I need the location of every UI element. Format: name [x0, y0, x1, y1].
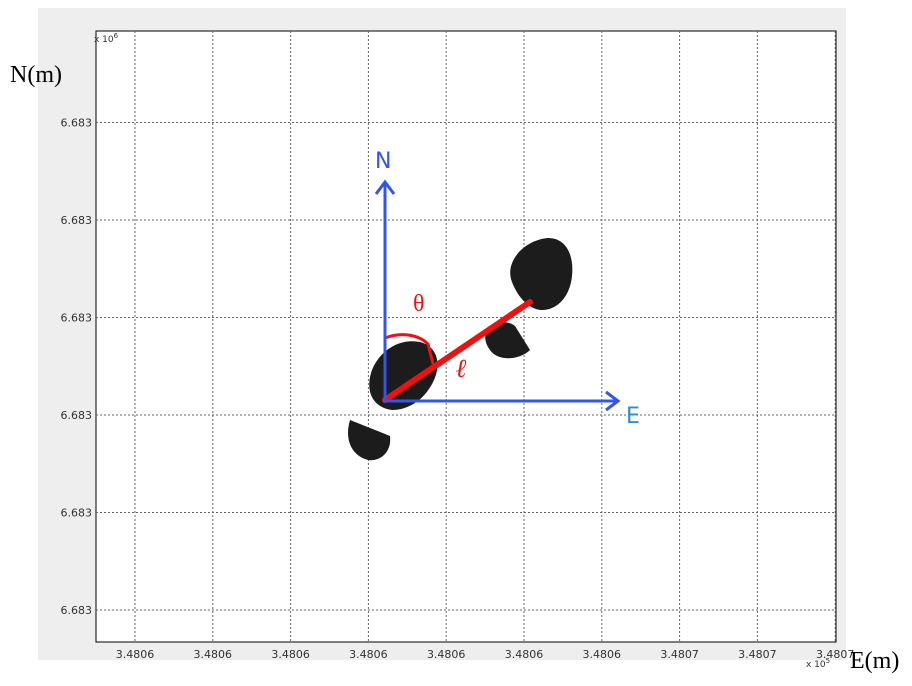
x-tick-label: 3.4807 [816, 648, 855, 661]
x-tick-label: 3.4806 [583, 648, 622, 661]
x-tick-labels: 3.4806 3.4806 3.4806 3.4806 3.4806 3.4806 3.48… [116, 648, 855, 661]
footprint-icon [510, 238, 573, 310]
x-tick-label: 3.4806 [349, 648, 388, 661]
east-arrowhead-icon [605, 390, 621, 412]
y-tick-label: 6.683 [61, 604, 93, 617]
heading-line-icon [382, 299, 533, 403]
y-exponent-label: x 106 [94, 32, 119, 45]
east-label: E [626, 404, 640, 429]
angle-label: θ [413, 291, 425, 317]
x-axis-label: E(m) [850, 648, 899, 674]
x-tick-label: 3.4806 [194, 648, 233, 661]
y-tick-labels: 6.683 6.683 6.683 6.683 6.683 6.683 [61, 117, 93, 618]
north-label: N [375, 149, 391, 174]
y-axis-label: N(m) [10, 62, 62, 88]
plot-area [95, 30, 837, 643]
x-tick-label: 3.4806 [271, 648, 310, 661]
grid-lines [96, 31, 836, 642]
footprint-icon [348, 420, 391, 461]
compass-axes [374, 179, 621, 412]
x-tick-label: 3.4806 [427, 648, 466, 661]
x-tick-label: 3.4807 [660, 648, 699, 661]
y-tick-label: 6.683 [61, 117, 93, 130]
x-tick-label: 3.4806 [505, 648, 544, 661]
angle-arc-icon [384, 333, 435, 365]
y-tick-label: 6.683 [61, 507, 93, 520]
north-arrowhead-icon [374, 179, 396, 195]
y-tick-label: 6.683 [61, 214, 93, 227]
length-label: ℓ [456, 354, 467, 383]
x-tick-label: 3.4807 [738, 648, 777, 661]
footprint-icon [485, 322, 530, 359]
x-exponent-label: x 105 [806, 657, 830, 670]
x-tick-label: 3.4806 [116, 648, 155, 661]
y-tick-label: 6.683 [61, 312, 93, 325]
y-tick-label: 6.683 [61, 409, 93, 422]
